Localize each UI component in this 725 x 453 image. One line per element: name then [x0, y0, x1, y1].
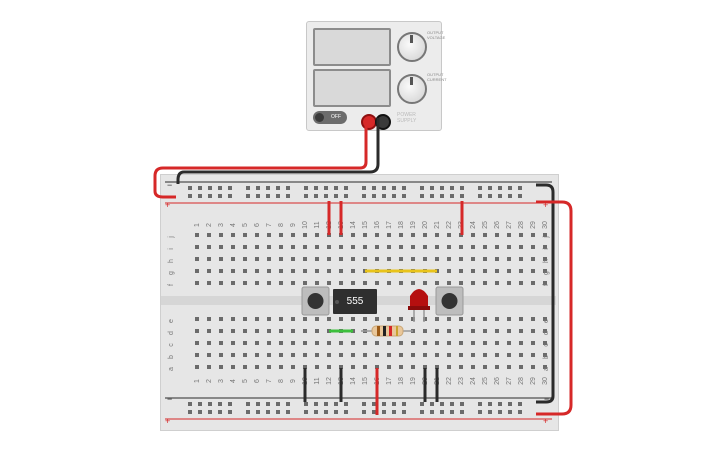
ic-label: 555: [346, 296, 364, 307]
power-switch-knob: [315, 113, 324, 122]
power-supply[interactable]: OUTPUT VOLTAGE OUTPUT CURRENT OFF POWER …: [306, 21, 447, 131]
brand-line-1: POWER: [397, 112, 416, 118]
negative-terminal[interactable]: [375, 114, 391, 130]
voltage-display: [313, 28, 391, 66]
voltage-knob[interactable]: [397, 32, 427, 62]
brand-line-2: SUPPLY: [397, 118, 417, 124]
power-switch-label: OFF: [331, 114, 341, 120]
current-knob-label: OUTPUT CURRENT: [427, 72, 447, 82]
current-display: [313, 69, 391, 107]
power-supply-brand: POWER SUPPLY: [397, 112, 416, 124]
voltage-knob-label: OUTPUT VOLTAGE: [427, 30, 446, 40]
current-knob[interactable]: [397, 74, 427, 104]
power-switch[interactable]: OFF: [313, 111, 347, 124]
